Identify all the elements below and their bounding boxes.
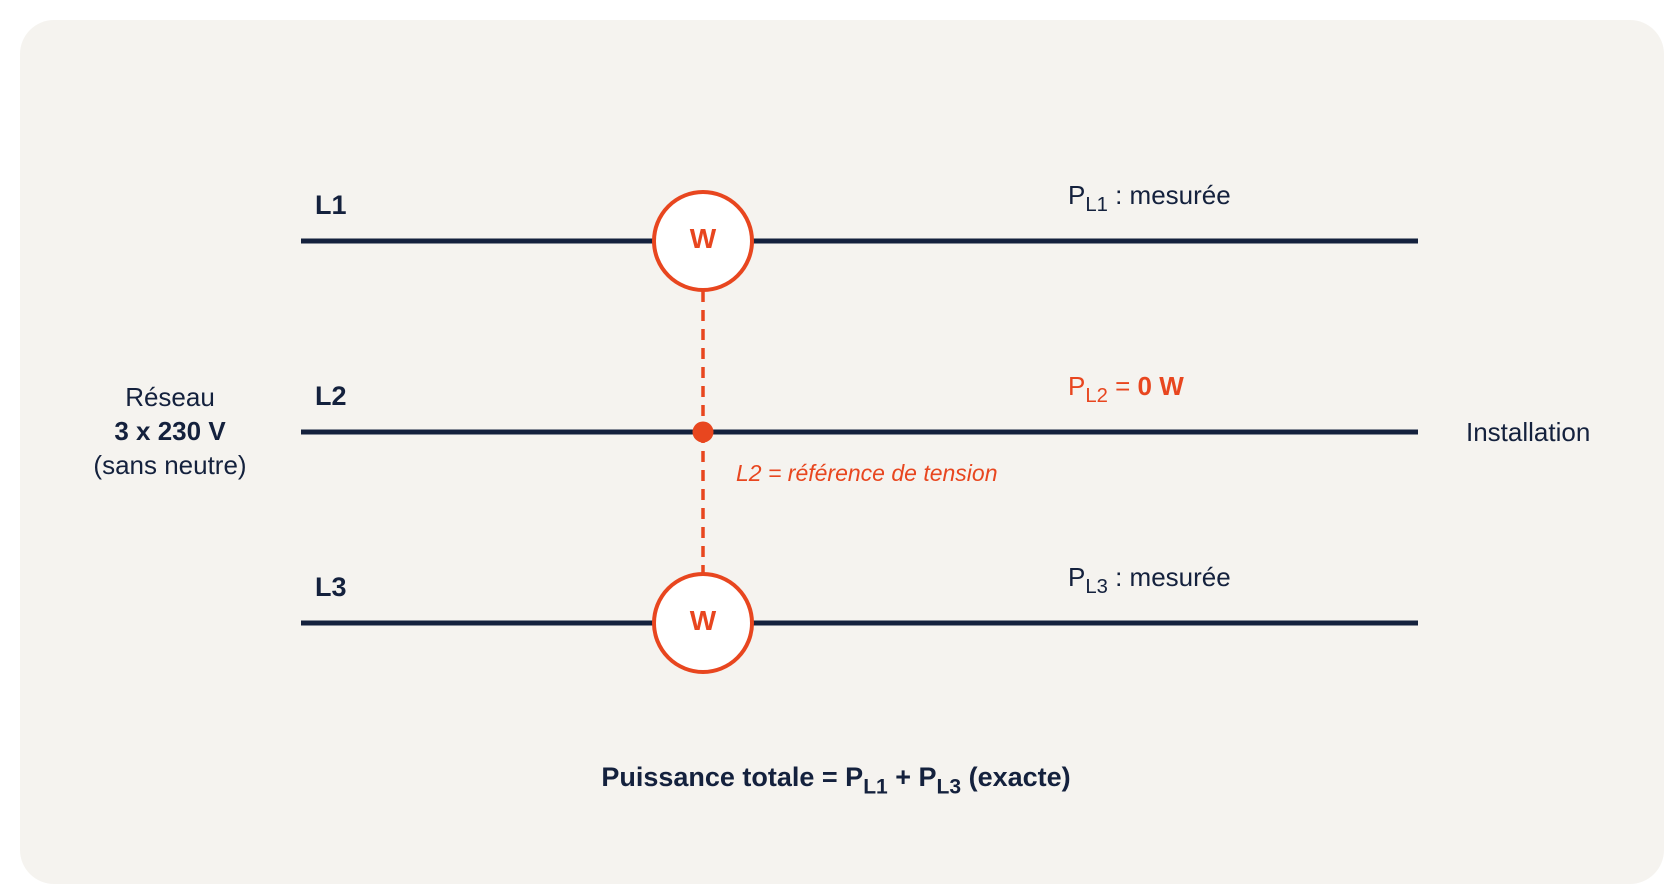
network-title: Réseau: [125, 382, 215, 412]
wattmeter-l1-label: W: [689, 223, 717, 254]
power-l2-equals: =: [1107, 371, 1138, 401]
installation-label: Installation: [1466, 417, 1591, 447]
power-l3-symbol: P: [1068, 562, 1086, 592]
power-l1-annotation: PL1 : mesurée: [1068, 180, 1231, 215]
power-l2-symbol: P: [1068, 371, 1086, 401]
power-l3-text: : mesurée: [1107, 562, 1231, 592]
network-source-block: Réseau 3 x 230 V (sans neutre): [60, 380, 280, 482]
formula-prefix: Puissance totale = P: [601, 762, 864, 792]
phase-label-l1: L1: [315, 190, 347, 220]
l2-junction-dot: [692, 421, 714, 443]
phase-label-l2: L2: [315, 381, 347, 411]
power-l3-subscript: L3: [1085, 576, 1108, 599]
wattmeter-l1: [652, 190, 754, 292]
formula-sub-l1: L1: [863, 775, 888, 799]
phase-label-l3: L3: [315, 572, 347, 602]
formula-plus: + P: [887, 762, 937, 792]
power-l1-subscript: L1: [1085, 194, 1108, 217]
total-power-formula: Puissance totale = PL1 + PL3 (exacte): [0, 762, 1672, 797]
power-l2-subscript: L2: [1085, 385, 1108, 408]
wattmeter-l3: [652, 572, 754, 674]
power-l1-text: : mesurée: [1107, 180, 1231, 210]
voltage-reference-note: L2 = référence de tension: [736, 460, 998, 486]
wattmeter-l3-label: W: [689, 605, 717, 636]
power-l2-value: 0 W: [1137, 371, 1184, 401]
formula-sub-l3: L3: [936, 775, 962, 799]
network-voltage: 3 x 230 V: [114, 416, 226, 446]
power-l3-annotation: PL3 : mesurée: [1068, 562, 1231, 597]
network-note: (sans neutre): [93, 450, 247, 480]
power-l1-symbol: P: [1068, 180, 1086, 210]
power-l2-annotation: PL2 = 0 W: [1068, 371, 1184, 406]
diagram-panel: [20, 20, 1664, 884]
formula-suffix: (exacte): [961, 762, 1071, 792]
